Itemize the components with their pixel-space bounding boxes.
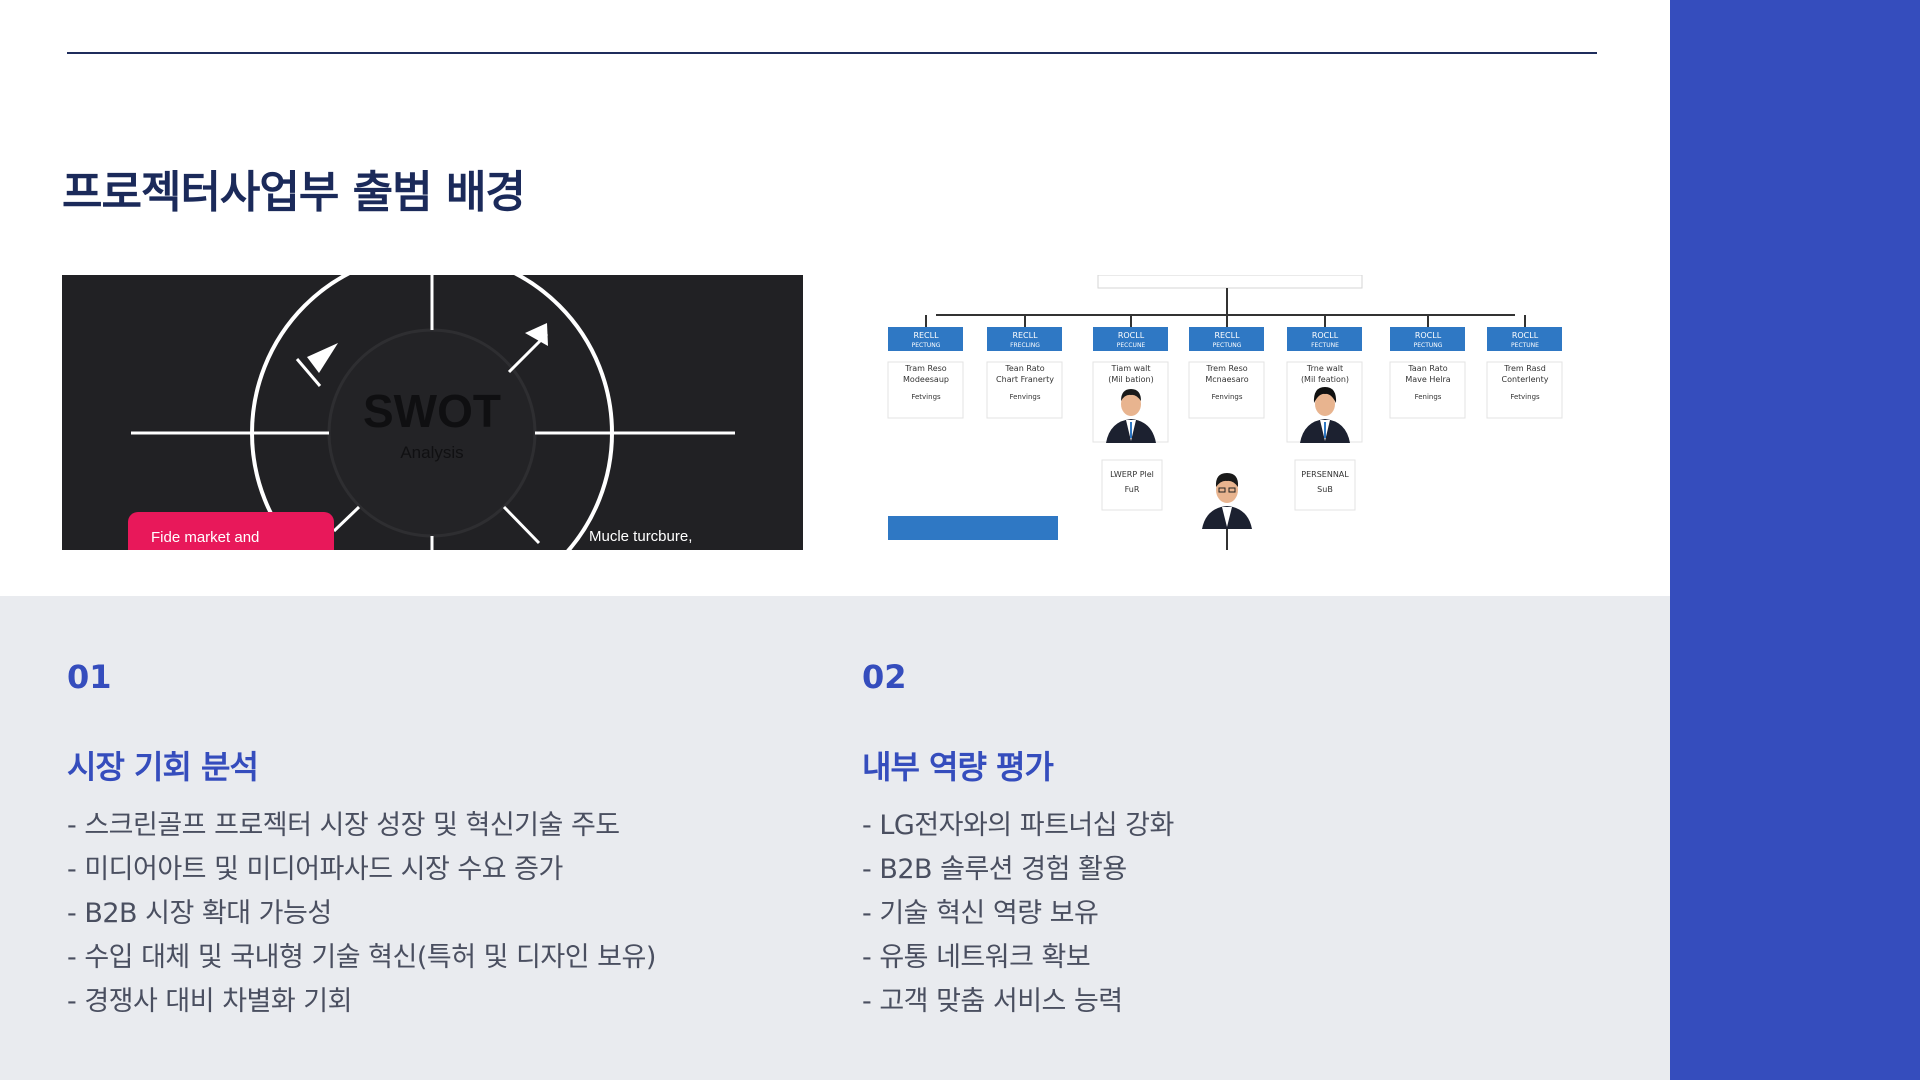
org-box-3: ROCLL PECCUNE Tiam walt (Mil bation) [1092, 315, 1169, 443]
bullet-list: - LG전자와의 파트너십 강화 - B2B 솔루션 경험 활용 - 기술 혁신… [862, 804, 1622, 1024]
slide-title: 프로젝터사업부 출범 배경 [62, 167, 526, 218]
org-lower-right-line1: PERSENNAL [1301, 470, 1349, 479]
list-item: - B2B 시장 확대 가능성 [67, 898, 332, 929]
sidebar-accent-band [1670, 0, 1920, 1080]
bullet-list: - 스크린골프 프로젝터 시장 성장 및 혁신기술 주도 - 미디어아트 및 미… [67, 804, 827, 1024]
org-box-4-line2: Mcnaesaro [1205, 375, 1248, 384]
org-box-2-line3: Fenvings [1009, 393, 1040, 401]
org-box-1: RECLL PECTUNG Tram Reso Modeesaup Fetvin… [887, 315, 964, 419]
person-avatar-1 [1106, 389, 1156, 443]
org-lower-left-line1: LWERP Plel [1110, 470, 1154, 479]
org-box-7: ROCLL PECTUNE Trem Rasd Conterlenty Fetv… [1486, 315, 1563, 419]
org-box-5: ROCLL FECTUNE Trne walt (Mil feation) [1286, 315, 1363, 443]
org-box-7-line3: Fetvings [1510, 393, 1540, 401]
org-box-6: ROCLL PECTUNG Taan Rato Mave Helra Fenin… [1389, 315, 1466, 419]
list-item: - 기술 혁신 역량 보유 [862, 898, 1099, 929]
org-box-7-line2: Conterlenty [1502, 375, 1549, 384]
list-item: - 미디어아트 및 미디어파사드 시장 수요 증가 [67, 854, 563, 885]
section-heading: 내부 역량 평가 [862, 748, 1054, 786]
org-lower-left-line2: FuR [1125, 485, 1140, 494]
org-box-4-subheader: PECTUNG [1213, 342, 1242, 349]
org-box-2-line1: Tean Rato [1004, 364, 1044, 373]
org-blue-bar [888, 516, 1058, 540]
org-box-5-line2: (Mil feation) [1301, 375, 1349, 384]
org-box-2: RECLL FRECLING Tean Rato Chart Franerty … [986, 315, 1063, 419]
list-item: - LG전자와의 파트너십 강화 [862, 810, 1174, 841]
content-panel: 01 시장 기회 분석 - 스크린골프 프로젝터 시장 성장 및 혁신기술 주도… [0, 596, 1670, 1080]
section-heading: 시장 기회 분석 [67, 748, 259, 786]
org-box-5-header: ROCLL [1312, 331, 1339, 340]
org-box-1-header: RECLL [913, 331, 939, 340]
org-lower-right-line2: SuB [1317, 485, 1333, 494]
org-box-3-line1: Tiam walt [1111, 364, 1151, 373]
org-box-6-header: ROCLL [1415, 331, 1442, 340]
list-item: - B2B 솔루션 경험 활용 [862, 854, 1127, 885]
org-box-2-subheader: FRECLING [1010, 342, 1040, 349]
org-chart-image: RECLL PECTUNG Tram Reso Modeesaup Fetvin… [858, 275, 1578, 550]
list-item: - 경쟁사 대비 차별화 기회 [67, 986, 352, 1017]
swot-callout-right: Mucle turcbure, [589, 528, 692, 545]
list-item: - 스크린골프 프로젝터 시장 성장 및 혁신기술 주도 [67, 810, 620, 841]
org-box-4-line1: Trem Reso [1205, 364, 1247, 373]
org-box-1-line2: Modeesaup [903, 375, 949, 384]
org-box-4-line3: Fenvings [1211, 393, 1242, 401]
org-box-1-subheader: PECTUNG [912, 342, 941, 349]
org-box-6-subheader: PECTUNG [1414, 342, 1443, 349]
org-box-3-header: ROCLL [1118, 331, 1145, 340]
org-box-2-line2: Chart Franerty [996, 375, 1054, 384]
org-box-5-subheader: FECTUNE [1311, 342, 1339, 349]
org-box-1-line1: Tram Reso [904, 364, 947, 373]
org-box-3-subheader: PECCUNE [1117, 342, 1146, 349]
person-avatar-2 [1300, 387, 1350, 443]
org-box-5-line1: Trne walt [1306, 364, 1343, 373]
org-box-4: RECLL PECTUNG Trem Reso Mcnaesaro Fenvin… [1188, 315, 1265, 419]
org-box-1-line3: Fetvings [911, 393, 941, 401]
person-avatar-3 [1190, 455, 1265, 529]
list-item: - 수입 대체 및 국내형 기술 혁신(특허 및 디자인 보유) [67, 942, 656, 973]
swot-center-label: SWOT [363, 385, 501, 437]
section-number: 02 [862, 658, 907, 696]
list-item: - 유통 네트워크 확보 [862, 942, 1091, 973]
org-box-4-header: RECLL [1214, 331, 1240, 340]
section-number: 01 [67, 658, 112, 696]
swot-center-sublabel: Analysis [400, 443, 463, 462]
org-box-lower-right: PERSENNAL SuB [1294, 459, 1356, 511]
org-box-7-subheader: PECTUNE [1511, 342, 1539, 349]
swot-callout-left: Fide market and [151, 529, 259, 546]
org-box-6-line1: Taan Rato [1407, 364, 1447, 373]
org-box-2-header: RECLL [1012, 331, 1038, 340]
org-box-6-line2: Mave Helra [1405, 375, 1450, 384]
org-box-7-line1: Trem Rasd [1503, 364, 1546, 373]
list-item: - 고객 맞춤 서비스 능력 [862, 986, 1123, 1017]
org-box-lower-left: LWERP Plel FuR [1101, 459, 1163, 511]
swot-analysis-image: SWOT Analysis Fide market and Mucle turc… [62, 275, 803, 550]
top-divider-line [67, 52, 1597, 54]
swot-diagram-graphic: SWOT Analysis Fide market and Mucle turc… [62, 275, 803, 550]
org-box-7-header: ROCLL [1512, 331, 1539, 340]
org-box-3-line2: (Mil bation) [1108, 375, 1153, 384]
org-box-6-line3: Fenings [1415, 393, 1442, 401]
org-chart-graphic: RECLL PECTUNG Tram Reso Modeesaup Fetvin… [858, 275, 1578, 550]
